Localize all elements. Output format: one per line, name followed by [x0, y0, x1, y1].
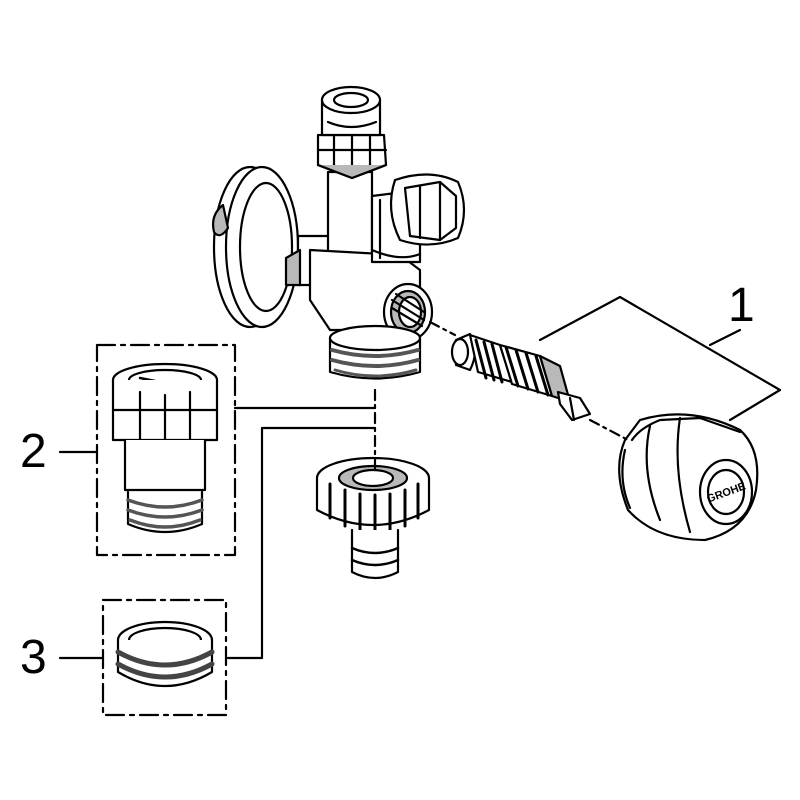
- callout-number-3: 3: [20, 631, 47, 684]
- valve-body-knob: [370, 173, 466, 259]
- top-compression-nut: [316, 133, 388, 180]
- part-3-seal-ring: [115, 620, 215, 687]
- callout-number-2: 2: [20, 425, 47, 478]
- part-2-adapter: [111, 362, 219, 534]
- leader-lines: [58, 295, 782, 660]
- part-2-frame: [95, 343, 237, 557]
- callout-number-1: 1: [728, 279, 755, 332]
- valve-cartridge: [450, 332, 592, 422]
- bottom-outlet-thread: [328, 324, 422, 380]
- hose-connector: [315, 456, 431, 580]
- angle-valve-body: [211, 85, 466, 380]
- valve-handle: GROHE: [618, 413, 759, 542]
- wall-rosette: [211, 165, 300, 329]
